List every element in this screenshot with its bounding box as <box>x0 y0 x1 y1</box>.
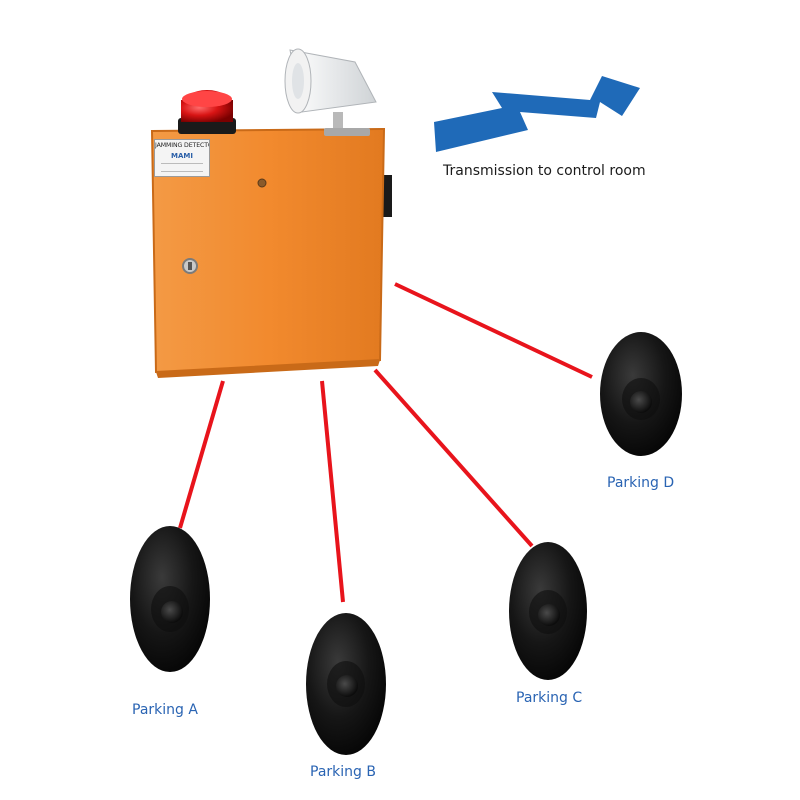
detector-plate-title: JAMMING DETECTOR <box>155 142 209 149</box>
sensor-parking-c <box>509 542 587 680</box>
parking-d-label: Parking D <box>607 475 675 491</box>
link-parking-c <box>373 368 534 548</box>
cabinet-door-edge <box>156 360 380 378</box>
link-parking-d <box>394 282 593 379</box>
transmission-label: Transmission to control room <box>443 163 646 179</box>
transmission-arrow-icon <box>434 76 640 152</box>
link-parking-a <box>178 380 225 529</box>
parking-b-label: Parking B <box>310 764 376 780</box>
parking-a-label: Parking A <box>132 702 198 718</box>
lock-keyhole <box>188 262 192 270</box>
sensor-parking-a <box>130 526 210 672</box>
detector-plate-brand: MAMI <box>171 152 193 160</box>
detector-nameplate: JAMMING DETECTOR MAMI <box>154 139 210 177</box>
beacon-light-icon <box>178 90 236 134</box>
siren-horn-icon <box>284 48 377 136</box>
jamming-detector-cabinet <box>150 127 392 378</box>
sensor-parking-d <box>600 332 682 456</box>
detector-plate-fineprint <box>161 163 203 172</box>
indicator-light-icon <box>257 178 267 188</box>
sensor-parking-b <box>306 613 386 755</box>
link-parking-b <box>320 380 345 603</box>
parking-c-label: Parking C <box>516 690 583 706</box>
connection-lines <box>178 282 593 603</box>
